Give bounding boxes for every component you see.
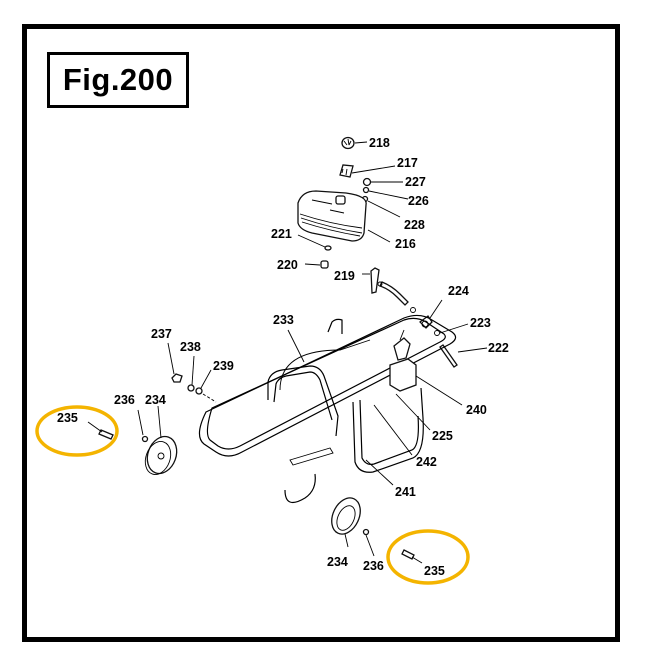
part-label: 238 (180, 340, 201, 354)
nut-236-left (141, 435, 149, 443)
part-label: 228 (404, 218, 425, 232)
part-label: 224 (448, 284, 469, 298)
part-label: 222 (488, 341, 509, 355)
grommet-227 (362, 177, 372, 187)
fuel-cap-218 (341, 136, 355, 150)
figure-label-box: Fig.200 (47, 52, 189, 108)
leader-228 (367, 200, 401, 218)
part-label: 237 (151, 327, 172, 341)
part-label: 235 (57, 411, 78, 425)
leader-234-left (157, 405, 162, 439)
o-ring-221 (324, 245, 332, 251)
bolt-235-left (98, 429, 114, 440)
fuel-tank-216 (297, 190, 367, 242)
leader-218 (354, 141, 368, 144)
plug-220 (320, 260, 329, 269)
leader-235-left (87, 421, 103, 433)
leader-221 (297, 234, 326, 248)
clip-223 (434, 330, 440, 336)
part-label: 241 (395, 485, 416, 499)
leader-234-bottom (344, 533, 349, 548)
leader-236-bottom (365, 534, 375, 557)
part-label: 236 (363, 559, 384, 573)
leader-238 (191, 355, 195, 386)
leader-239 (200, 369, 212, 389)
frame-233 (198, 314, 457, 504)
part-label: 223 (470, 316, 491, 330)
part-label: 220 (277, 258, 298, 272)
part-label: 221 (271, 227, 292, 241)
part-label: 235 (424, 564, 445, 578)
bolt-237 (171, 373, 183, 383)
fuel-filter-217 (339, 164, 354, 178)
part-label: 217 (397, 156, 418, 170)
leader-226 (368, 190, 409, 200)
leader-223 (439, 323, 469, 334)
leader-235-bottom (411, 556, 423, 564)
bracket-240 (389, 329, 417, 392)
leader-222 (457, 347, 488, 353)
fuel-hose (377, 281, 409, 306)
part-label: 225 (432, 429, 453, 443)
leader-240 (415, 375, 463, 406)
leader-241 (365, 459, 394, 486)
hose-222 (439, 344, 458, 368)
nut-236-bottom (362, 528, 370, 536)
part-label: 240 (466, 403, 487, 417)
leader-236-left (137, 409, 144, 436)
part-label: 234 (145, 393, 166, 407)
part-label: 219 (334, 269, 355, 283)
part-label: 216 (395, 237, 416, 251)
leader-225 (395, 393, 431, 431)
part-label: 242 (416, 455, 437, 469)
leader-224 (429, 299, 443, 319)
fuel-cock-219 (370, 267, 380, 294)
leader-233 (287, 329, 305, 363)
part-label: 234 (327, 555, 348, 569)
dashed-axis (202, 393, 217, 403)
part-label: 239 (213, 359, 234, 373)
figure-title: Fig.200 (62, 62, 174, 97)
part-label: 233 (273, 313, 294, 327)
washer-226 (362, 186, 370, 194)
highlight-235-left (35, 405, 119, 457)
part-label: 218 (369, 136, 390, 150)
leader-216 (367, 229, 391, 243)
leader-242 (373, 404, 413, 456)
leader-220 (304, 263, 321, 266)
wheel-234-left (144, 435, 178, 475)
clip-224a (410, 307, 416, 313)
highlight-235-bottom (386, 529, 470, 585)
bolt-235-bottom (401, 549, 415, 560)
leader-217 (351, 165, 396, 174)
part-label: 226 (408, 194, 429, 208)
wheel-234-bottom (331, 497, 361, 535)
part-label: 227 (405, 175, 426, 189)
washer-239 (195, 387, 203, 395)
washer-238 (187, 384, 195, 392)
leader-237 (167, 342, 175, 375)
diagram-frame (22, 24, 620, 642)
part-label: 236 (114, 393, 135, 407)
